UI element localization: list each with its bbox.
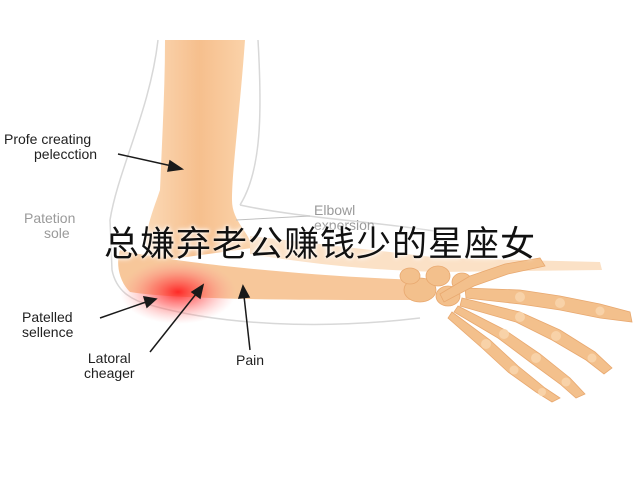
finger-bones <box>439 257 633 403</box>
label-pain: Pain <box>236 352 265 368</box>
annotation-arrows <box>99 153 251 353</box>
upper-arm-outline-right <box>239 39 261 206</box>
label-elbowl: Elbowl expersion <box>314 203 375 233</box>
overlay-title: 总嫌弃老公赚钱少的星座女 <box>103 225 536 265</box>
label-line: sellence <box>22 324 74 340</box>
label-patetion: Patetion sole <box>24 211 75 241</box>
faint-annotation-lines <box>235 215 311 221</box>
label-line: Latoral <box>87 350 131 366</box>
forearm-outline-top <box>239 204 441 233</box>
label-profe-creating: Profe creating pelecction <box>4 132 97 162</box>
humerus-bone <box>146 40 252 262</box>
wrist-bones <box>399 265 473 307</box>
label-line: pelecction <box>34 146 98 162</box>
label-lateral: Latoral cheager <box>84 351 135 381</box>
label-line: cheager <box>84 365 135 381</box>
label-line: Profe creating <box>4 131 92 147</box>
label-patelled: Patelled sellence <box>22 310 73 340</box>
label-line: sole <box>44 225 70 241</box>
label-line: expersion <box>314 217 375 233</box>
label-line: Patelled <box>22 309 73 325</box>
label-line: Patetion <box>24 210 76 226</box>
label-line: Elbowl <box>314 202 356 218</box>
finger-joints <box>481 292 605 396</box>
pain-area <box>120 260 236 324</box>
